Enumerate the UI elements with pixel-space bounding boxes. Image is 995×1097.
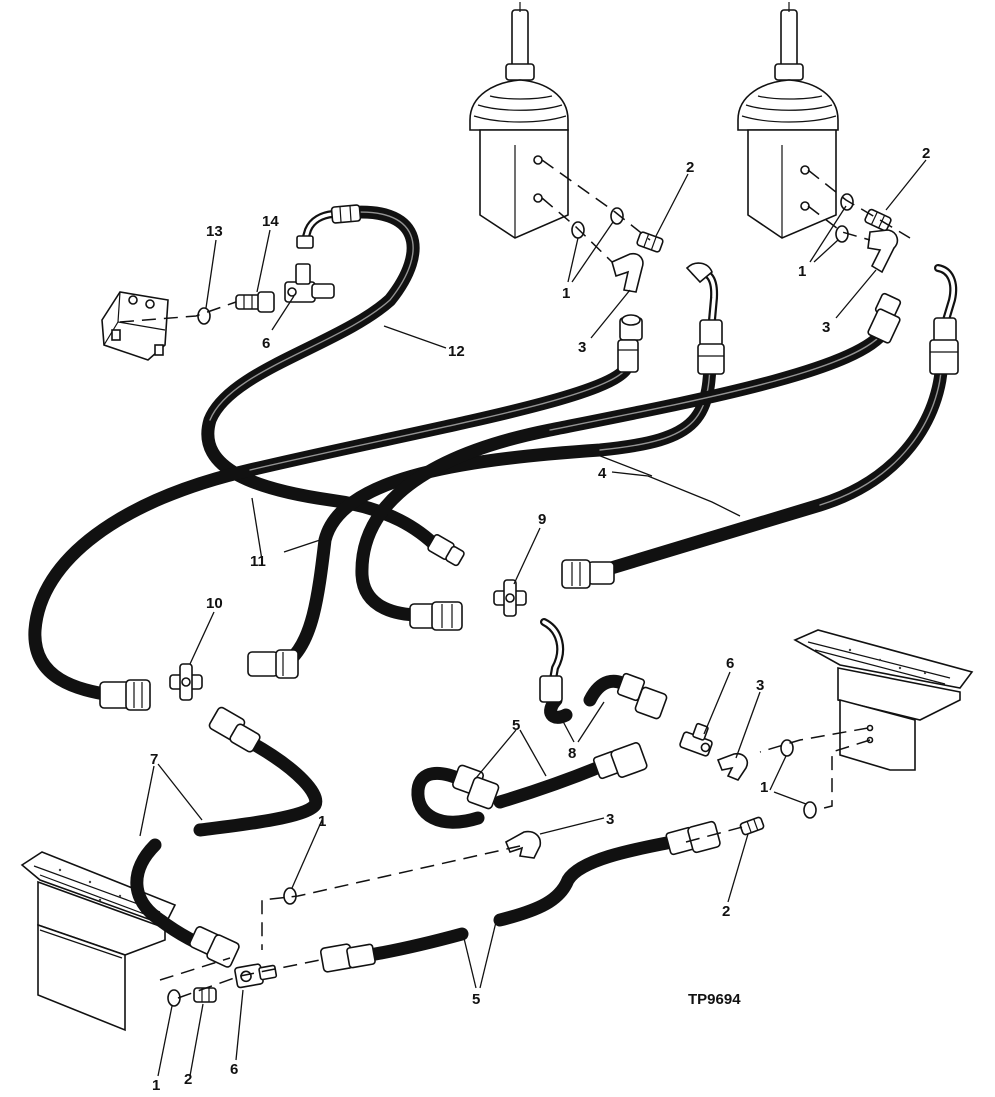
callout-2: 2 (686, 159, 694, 176)
hose-fitting-12-top (296, 204, 362, 249)
foot-pedal-valve-right (793, 629, 974, 771)
callout-11: 11 (250, 553, 266, 570)
hose-11-lower (283, 333, 717, 667)
hose-fitting-12-bottom (427, 534, 465, 567)
hose-fitting-5-mid (592, 742, 648, 780)
callout-12: 12 (448, 343, 465, 360)
callout-9: 9 (538, 511, 546, 528)
hose-fitting-4-upper-end (409, 601, 463, 631)
hose-fitting-11-upper-end (99, 679, 151, 711)
hose-fitting-7-top (208, 706, 261, 753)
callout-3: 3 (822, 319, 830, 336)
tee-fitting-6-upper (284, 263, 335, 303)
figure-id: TP9694 (688, 991, 741, 1008)
callout-2: 2 (922, 145, 930, 162)
callout-10: 10 (206, 595, 223, 612)
hose-fitting-4-lower-end (561, 559, 615, 589)
callout-numbers: 1 2 3 2 1 3 13 14 6 12 4 11 9 10 7 5 8 6… (150, 145, 930, 1094)
callout-3: 3 (756, 677, 764, 694)
hose-4-upper (355, 323, 892, 622)
tee-fittings (169, 263, 713, 989)
hose-fitting-5-u (452, 764, 500, 810)
elbow-fittings (504, 229, 899, 859)
hose-5-bottom (363, 835, 679, 962)
callout-1: 1 (760, 779, 768, 796)
tube-middle (540, 618, 565, 689)
hose-4-lower (591, 353, 949, 579)
hose-fitting-8 (539, 672, 668, 720)
leader-lines (139, 159, 927, 1077)
callout-1: 1 (798, 263, 806, 280)
callout-4: 4 (598, 465, 607, 482)
callout-13: 13 (206, 223, 223, 240)
callout-2: 2 (184, 1071, 192, 1088)
hose-5-u (411, 766, 485, 829)
pilot-control-valve-right (737, 2, 839, 239)
adapter-fittings (193, 208, 892, 1003)
hose-5-mid (493, 759, 609, 809)
manifold-block (101, 291, 169, 361)
callout-1: 1 (318, 813, 326, 830)
hose-fitting-7-bottom (189, 926, 240, 968)
tee-fitting-9 (493, 579, 527, 617)
hose-fitting-5-bottom-left (319, 943, 376, 973)
hose-12 (201, 205, 445, 555)
tee-fitting-10 (169, 663, 203, 701)
fitting-14 (235, 291, 275, 313)
callout-3: 3 (578, 339, 586, 356)
callout-1: 1 (562, 285, 570, 302)
callout-7: 7 (150, 751, 158, 768)
hose-fitting-11-upper-top (617, 314, 643, 373)
hose-7-upper (193, 735, 323, 837)
callout-5: 5 (472, 991, 480, 1008)
hose-fitting-4-upper-top (867, 292, 902, 344)
callout-14: 14 (262, 213, 279, 230)
foot-pedal-valve-left (20, 851, 177, 1032)
tube-upper-left (301, 210, 337, 244)
tee-fitting-6-right (679, 722, 713, 757)
hose-fitting-11-lower-top (685, 262, 725, 375)
hose-fitting-5-bottom-right (665, 820, 721, 856)
tee-fitting-6-lower (234, 963, 278, 989)
callout-5: 5 (512, 717, 520, 734)
pilot-control-valve-left (469, 2, 569, 239)
callout-3: 3 (606, 811, 614, 828)
hose-fitting-11-lower-end (247, 649, 299, 679)
o-ring-group (167, 193, 854, 1007)
tube-center-right (934, 264, 958, 324)
callout-1: 1 (152, 1077, 160, 1094)
callout-6: 6 (262, 335, 270, 352)
callout-6: 6 (230, 1061, 238, 1078)
callout-2: 2 (722, 903, 730, 920)
callout-8: 8 (568, 745, 576, 762)
hose-11-upper (28, 363, 632, 702)
hose-fitting-4-lower-top (929, 317, 959, 375)
callout-6: 6 (726, 655, 734, 672)
assembly-lines (119, 159, 911, 999)
